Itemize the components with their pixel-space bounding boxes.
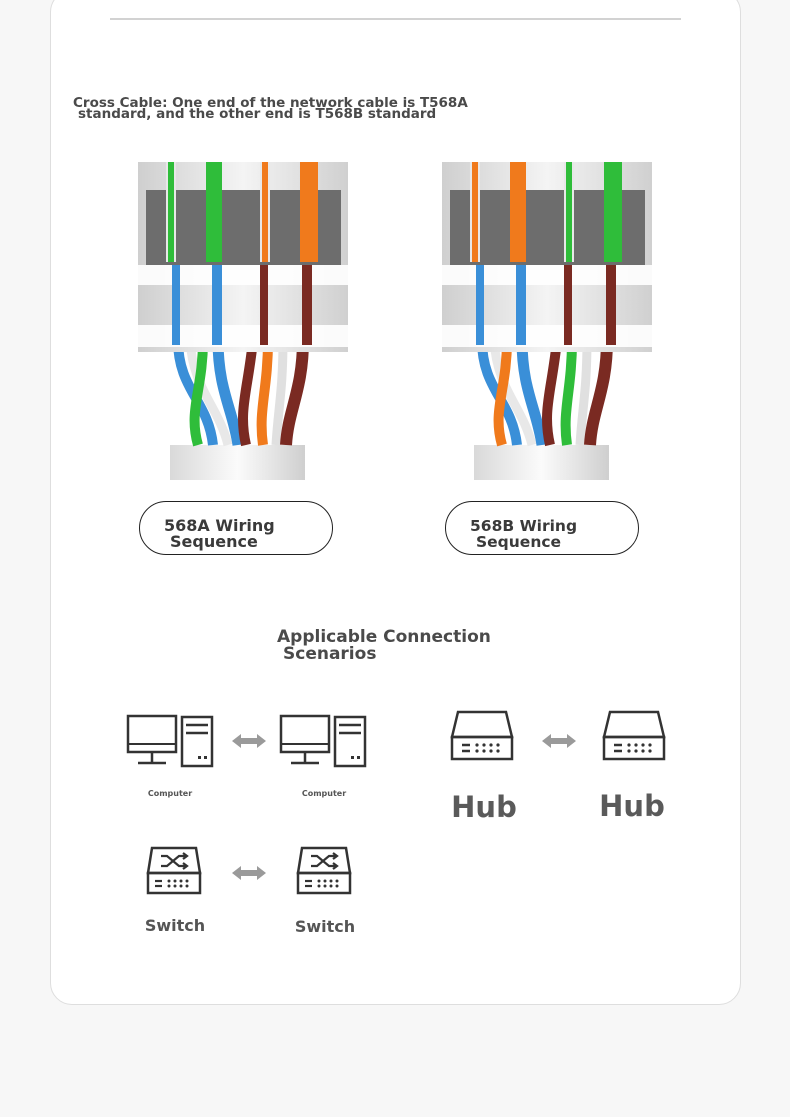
double-arrow-icon <box>542 734 576 748</box>
caption-line-2: standard, and the other end is T568B sta… <box>78 106 437 122</box>
hub-icon <box>450 710 514 761</box>
scenarios-title-line-2: Scenarios <box>283 644 377 664</box>
label-568b-line-1: 568B Wiring <box>470 517 578 535</box>
label-568b-line-2: Sequence <box>476 533 562 551</box>
hub-icon <box>602 710 666 761</box>
scenarios-title-line-1: Applicable Connection <box>277 627 491 647</box>
hub-left-label: Hub <box>451 790 517 824</box>
scenarios-title: Applicable Connection Scenarios <box>277 629 491 663</box>
switch-left-label: Switch <box>144 916 206 935</box>
rj45-568b-connector <box>442 162 652 480</box>
divider <box>110 18 681 20</box>
switch-right-label: Switch <box>294 917 356 936</box>
label-568a-line-1: 568A Wiring <box>164 516 275 535</box>
computer-icon <box>279 714 367 768</box>
double-arrow-icon <box>232 734 266 748</box>
computer-left-label: Computer <box>147 789 193 798</box>
label-568b: 568B Wiring Sequence <box>445 501 639 555</box>
cross-cable-caption: Cross Cable: One end of the network cabl… <box>73 95 493 122</box>
hub-right-label: Hub <box>599 789 665 823</box>
computer-right-label: Computer <box>301 789 347 798</box>
rj45-568a-connector <box>138 162 348 480</box>
switch-icon <box>146 846 202 895</box>
label-568a-line-2: Sequence <box>170 532 258 551</box>
computer-icon <box>126 714 214 768</box>
label-568a: 568A Wiring Sequence <box>139 501 333 555</box>
switch-icon <box>296 846 352 895</box>
double-arrow-icon <box>232 866 266 880</box>
caption-line-1: Cross Cable: One end of the network cabl… <box>73 95 468 111</box>
